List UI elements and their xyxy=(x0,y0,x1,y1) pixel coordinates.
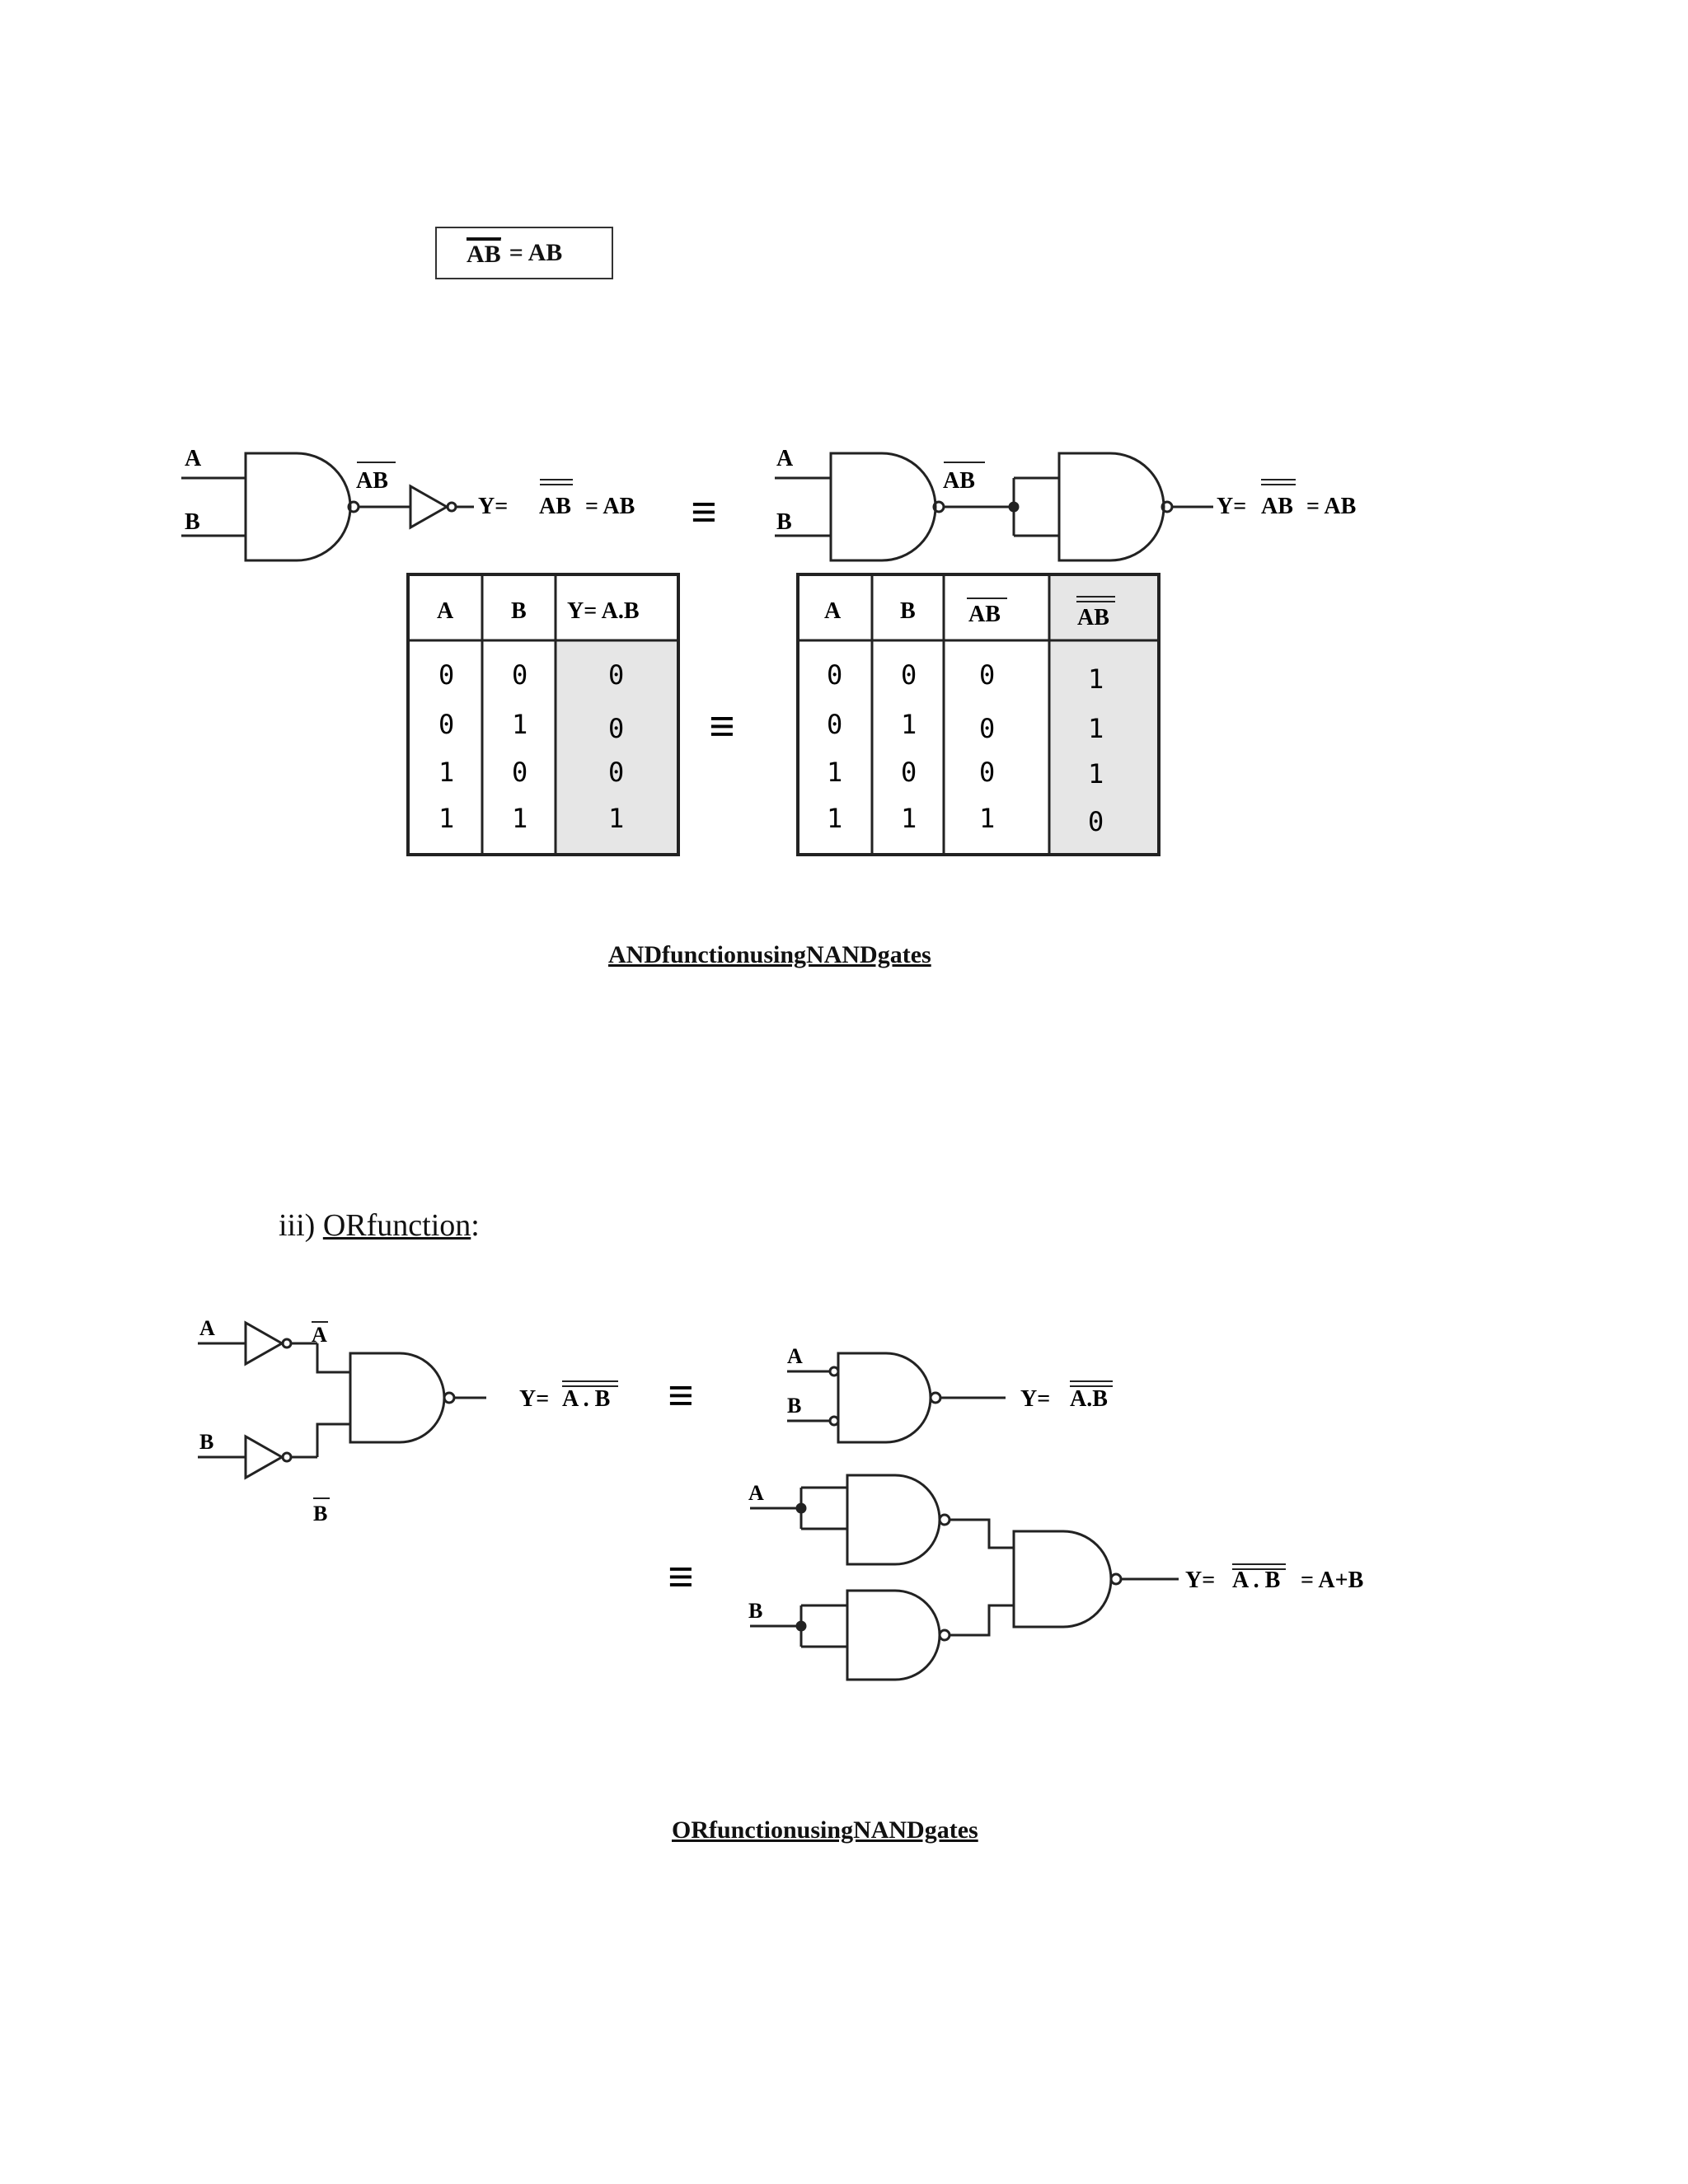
or-bottom-nand-a xyxy=(846,1474,941,1566)
t2-r2-c2: 0 xyxy=(979,757,995,788)
or-heading-prefix: iii) xyxy=(279,1208,316,1243)
gate1-out-prefix: Y= xyxy=(478,494,508,519)
or-bottom-input-b: B xyxy=(748,1599,762,1623)
or-heading-suffix: : xyxy=(471,1208,480,1243)
t1-r3-c2: 1 xyxy=(608,803,624,834)
or-mid-input-a: A xyxy=(787,1344,803,1368)
t2-r3-c1: 1 xyxy=(901,803,917,834)
and-function-diagram: A B AB Y= AB = AB ≡ A B AB Y= AB = AB A … xyxy=(181,446,1356,856)
formula-lhs: AB xyxy=(467,237,501,269)
gate1-input-a: A xyxy=(185,446,202,471)
equiv-symbol-2: ≡ xyxy=(709,701,735,752)
t1-r1-c0: 0 xyxy=(438,709,454,740)
t1-header-y: Y= A.B xyxy=(567,598,640,624)
t2-r0-c3: 1 xyxy=(1088,663,1104,695)
t2-r0-c1: 0 xyxy=(901,659,917,691)
t2-r3-c0: 1 xyxy=(827,803,842,834)
inverter-b xyxy=(244,1434,285,1480)
t1-r2-c0: 1 xyxy=(438,757,454,788)
or-heading: iii) ORfunction: xyxy=(279,1207,480,1244)
gate1-input-b: B xyxy=(185,509,200,535)
t1-r1-c2: 0 xyxy=(608,713,624,744)
inverter-a xyxy=(244,1320,285,1366)
t2-header-b: B xyxy=(900,598,916,624)
or-left-inv-a: A xyxy=(312,1323,327,1347)
equiv-symbol-1: ≡ xyxy=(691,487,717,538)
gate2-out-rhs: = AB xyxy=(1306,494,1356,519)
or-left-nand xyxy=(349,1352,446,1444)
gate2-out-prefix: Y= xyxy=(1217,494,1246,519)
nand-gate-2 xyxy=(829,452,937,562)
or-equiv-1: ≡ xyxy=(668,1371,694,1422)
or-function-diagram: A B A B Y= A . B ≡ A B Y= A.B ≡ A B Y= A… xyxy=(198,1316,1363,1681)
t2-r2-c1: 0 xyxy=(901,757,917,788)
t1-r0-c1: 0 xyxy=(512,659,528,691)
gate1-mid-label: AB xyxy=(356,468,388,494)
t2-r2-c0: 1 xyxy=(827,757,842,788)
t1-r0-c0: 0 xyxy=(438,659,454,691)
or-left-out-expr: A . B xyxy=(562,1386,610,1412)
t2-header-nab: AB xyxy=(1077,605,1109,630)
t1-r3-c0: 1 xyxy=(438,803,454,834)
gate2-input-b: B xyxy=(776,509,792,535)
formula-rhs: = AB xyxy=(509,239,563,266)
or-bottom-out-expr: A . B xyxy=(1232,1568,1280,1593)
t2-r3-c3: 0 xyxy=(1088,806,1104,837)
or-mid-out-expr: A.B xyxy=(1070,1386,1108,1412)
t1-header-b: B xyxy=(511,598,527,624)
t2-r0-c0: 0 xyxy=(827,659,842,691)
gate2-out-expr: AB xyxy=(1261,494,1293,519)
or-equiv-2: ≡ xyxy=(668,1552,694,1603)
gate2-mid-label: AB xyxy=(943,468,975,494)
or-mid-nand xyxy=(837,1352,932,1444)
truth-table-1 xyxy=(406,573,680,856)
t2-header-a: A xyxy=(824,598,842,624)
gate2-input-a: A xyxy=(776,446,794,471)
or-bottom-input-a: A xyxy=(748,1481,764,1505)
t2-header-ab: AB xyxy=(968,602,1001,627)
or-mid-out-prefix: Y= xyxy=(1020,1386,1050,1412)
t2-r0-c2: 0 xyxy=(979,659,995,691)
t2-r2-c3: 1 xyxy=(1088,758,1104,790)
t1-r1-c1: 1 xyxy=(512,709,528,740)
or-bottom-nand-b xyxy=(846,1589,941,1681)
or-bottom-nand-out xyxy=(1012,1530,1113,1629)
t2-r1-c0: 0 xyxy=(827,709,842,740)
t2-r3-c2: 1 xyxy=(979,803,995,834)
and-caption: ANDfunctionusingNANDgates xyxy=(608,941,931,968)
or-bottom-out-prefix: Y= xyxy=(1185,1568,1215,1593)
nand-gate-3 xyxy=(1057,452,1165,562)
t1-r2-c1: 0 xyxy=(512,757,528,788)
t2-r1-c1: 1 xyxy=(901,709,917,740)
or-bottom-out-rhs: = A+B xyxy=(1301,1568,1363,1593)
or-left-input-b: B xyxy=(199,1430,213,1454)
gate1-out-expr: AB xyxy=(539,494,571,519)
or-left-input-a: A xyxy=(199,1316,215,1340)
formula-lhs-text: AB xyxy=(467,241,501,268)
t1-r0-c2: 0 xyxy=(608,659,624,691)
nand-gate-1 xyxy=(244,452,352,562)
or-left-inv-b: B xyxy=(313,1502,327,1526)
formula-box: AB = AB xyxy=(435,227,613,279)
t2-r1-c3: 1 xyxy=(1088,713,1104,744)
or-left-out-prefix: Y= xyxy=(519,1386,549,1412)
inverter-gate xyxy=(409,484,450,530)
or-heading-link[interactable]: ORfunction xyxy=(322,1208,471,1243)
truth-table-2 xyxy=(796,573,1160,856)
or-caption: ORfunctionusingNANDgates xyxy=(672,1816,978,1844)
t1-r3-c1: 1 xyxy=(512,803,528,834)
t1-r2-c2: 0 xyxy=(608,757,624,788)
gate1-out-rhs: = AB xyxy=(585,494,635,519)
or-mid-input-b: B xyxy=(787,1394,801,1418)
t1-header-a: A xyxy=(437,598,454,624)
t2-r1-c2: 0 xyxy=(979,713,995,744)
